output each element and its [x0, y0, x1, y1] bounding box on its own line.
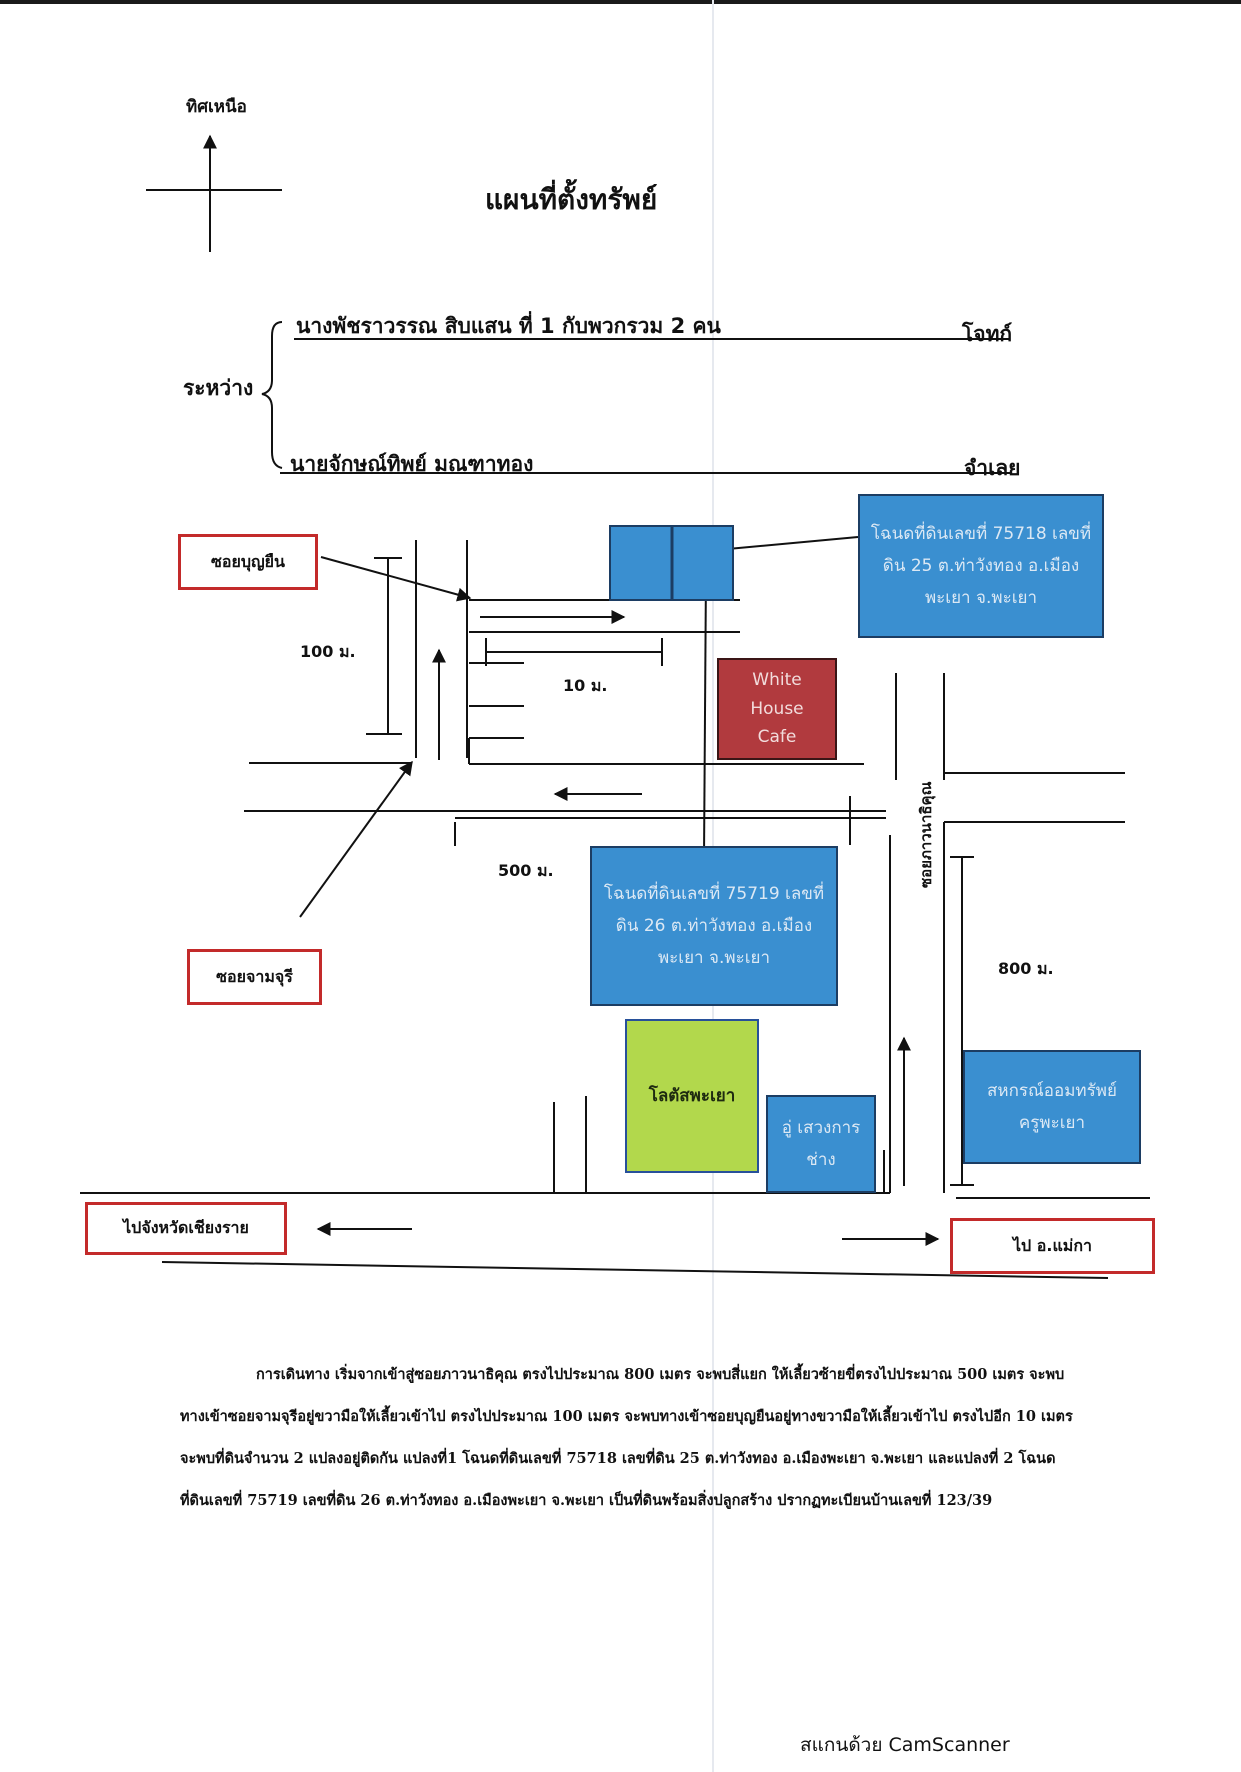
cafe-line-2: House: [750, 698, 804, 719]
garage-line-1: อู่ เสวงการ: [781, 1117, 861, 1138]
soi-jamjuri-label: ซอยจามจุรี: [187, 949, 322, 1005]
land-deed-75718-box: โฉนดที่ดินเลขที่ 75718 เลขที่ ดิน 25 ต.ท…: [858, 494, 1104, 638]
garage-line-2: ช่าง: [806, 1150, 836, 1170]
north-label: ทิศเหนือ: [186, 97, 247, 117]
land-deed-75719-line-3: พะเยา จ.พะเยา: [657, 948, 771, 969]
coop-line-2: ครูพะเยา: [1018, 1113, 1086, 1133]
land-deed-75718-line-2: ดิน 25 ต.ท่าวังทอง อ.เมือง: [882, 555, 1080, 576]
distance-800m: 800 ม.: [998, 959, 1054, 978]
land-deed-75719-box: โฉนดที่ดินเลขที่ 75719 เลขที่ ดิน 26 ต.ท…: [590, 846, 838, 1006]
defendant-name: นายจักษณ์ทิพย์ มณฑาทอง: [290, 452, 534, 476]
cafe-line-3: Cafe: [757, 727, 797, 748]
coop-line-1: สหกรณ์ออมทรัพย์: [987, 1080, 1117, 1101]
between-label: ระหว่าง: [183, 376, 254, 400]
plaintiff-name: นางพัชราวรรณ สิบแสน ที่ 1 กับพวกรวม 2 คน: [296, 314, 721, 338]
to-chiangrai-label: ไปจังหวัดเชียงราย: [85, 1202, 287, 1255]
distance-100m: 100 ม.: [300, 642, 356, 661]
directions-paragraph: การเดินทาง เริ่มจากเข้าสู่ซอยภาวนาธิคุณ …: [180, 1354, 1080, 1522]
to-maeka-label: ไป อ.แม่กา: [950, 1218, 1155, 1274]
distance-10m: 10 ม.: [563, 676, 608, 695]
cafe-line-1: White: [752, 669, 802, 690]
lotus-phayao-box: โลตัสพะเยา: [625, 1019, 759, 1173]
plaintiff-role: โจทก์: [962, 322, 1013, 346]
soi-boonyuen-label: ซอยบุญยืน: [178, 534, 318, 590]
white-house-cafe-box: White House Cafe: [717, 658, 837, 760]
garage-shop-box: อู่ เสวงการ ช่าง: [766, 1095, 876, 1193]
land-deed-75718-line-1: โฉนดที่ดินเลขที่ 75718 เลขที่: [870, 523, 1092, 544]
directions-text: การเดินทาง เริ่มจากเข้าสู่ซอยภาวนาธิคุณ …: [180, 1366, 1073, 1509]
page-title: แผนที่ตั้งทรัพย์: [485, 183, 658, 216]
land-deed-75719-line-2: ดิน 26 ต.ท่าวังทอง อ.เมือง: [615, 915, 813, 936]
lotus-label: โลตัสพะเยา: [648, 1085, 736, 1106]
teacher-coop-box: สหกรณ์ออมทรัพย์ ครูพะเยา: [963, 1050, 1141, 1164]
camscanner-watermark: สแกนด้วย CamScanner: [800, 1734, 1010, 1756]
soi-phawana-label: ซอยภาวนาธิคุณ: [917, 781, 935, 889]
land-deed-75719-line-1: โฉนดที่ดินเลขที่ 75719 เลขที่: [603, 883, 825, 904]
defendant-role: จำเลย: [964, 456, 1021, 480]
distance-500m: 500 ม.: [498, 861, 554, 880]
page-top-border: [0, 0, 1241, 4]
between-brace: [261, 321, 283, 469]
land-deed-75718-line-3: พะเยา จ.พะเยา: [924, 588, 1038, 609]
